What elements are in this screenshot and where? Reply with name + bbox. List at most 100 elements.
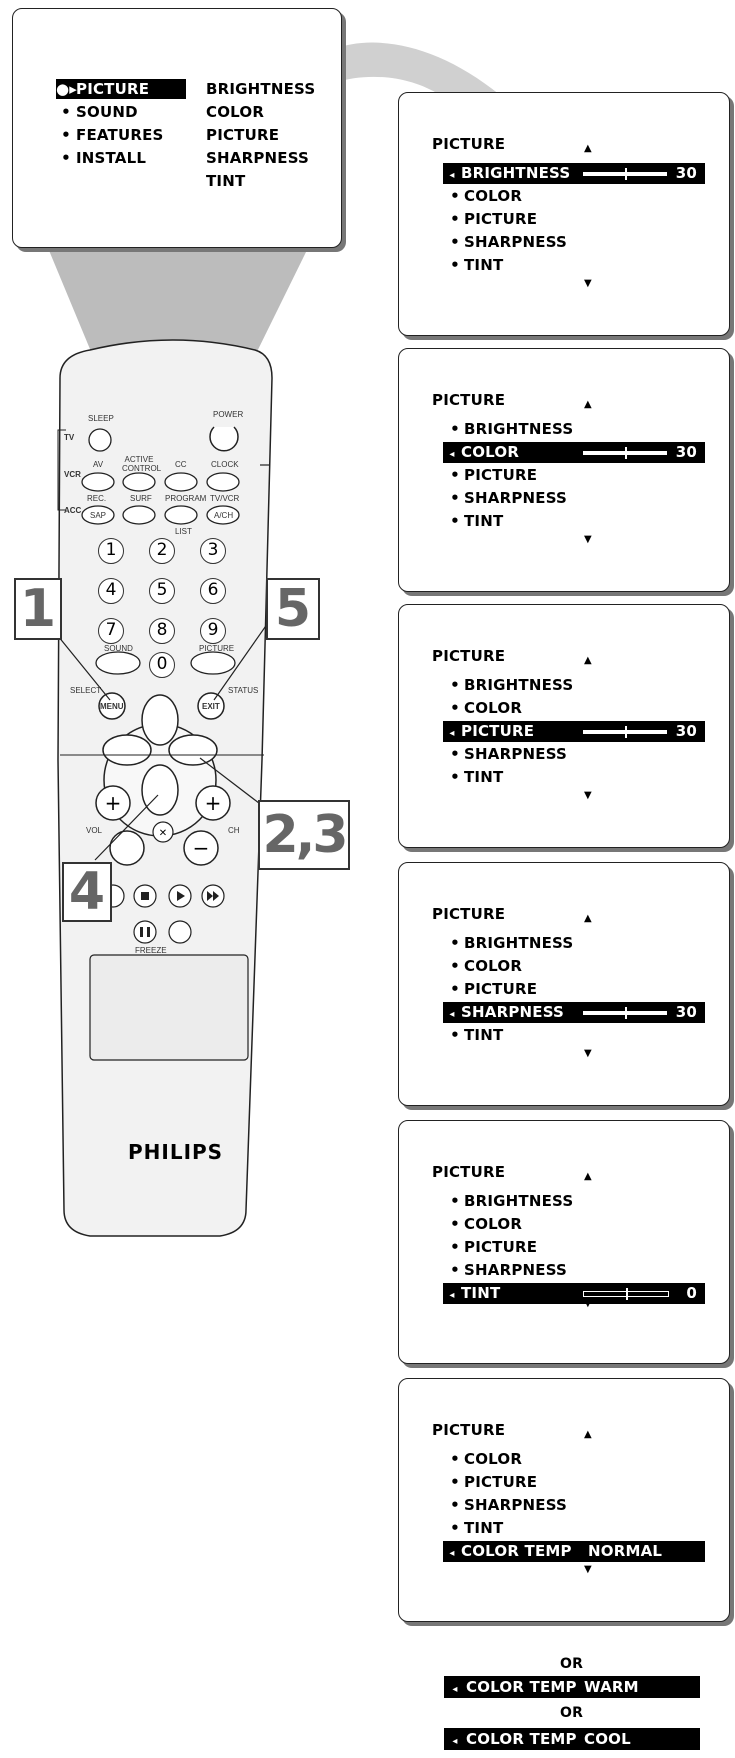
freeze-label: FREEZE <box>135 946 167 955</box>
menu-item-label: COLOR <box>464 1215 523 1233</box>
menu-item-sharpness[interactable]: •SHARPNESS <box>446 488 708 509</box>
digit-9-button[interactable]: 9 <box>200 618 226 644</box>
menu-item-label: COLOR <box>461 443 520 461</box>
slider-thumb[interactable] <box>626 1288 628 1300</box>
slider-thumb[interactable] <box>625 1007 627 1019</box>
panel-title: PICTURE <box>432 647 506 665</box>
menu-item-color[interactable]: •COLOR <box>446 1214 708 1235</box>
menu-item-label: TINT <box>464 512 504 530</box>
menu-item-tint[interactable]: •TINT <box>446 255 708 276</box>
value-slider[interactable] <box>583 726 667 738</box>
menu-item-sharpness[interactable]: •SHARPNESS <box>446 1495 708 1516</box>
digit-6-button[interactable]: 6 <box>200 578 226 604</box>
scroll-down-icon: ▼ <box>584 534 592 545</box>
slider-thumb[interactable] <box>625 726 627 738</box>
slider-thumb[interactable] <box>625 447 627 459</box>
menu-item-sharpness[interactable]: •SHARPNESS <box>446 1260 708 1281</box>
menu-item-brightness[interactable]: •BRIGHTNESS <box>446 675 708 696</box>
color-temp-cool-bar[interactable]: ◂COLOR TEMP COOL <box>444 1728 700 1750</box>
menu-item-brightness[interactable]: •BRIGHTNESS <box>446 1191 708 1212</box>
digit-0-button[interactable]: 0 <box>149 652 175 678</box>
slider-thumb[interactable] <box>625 168 627 180</box>
color-temp-warm-bar[interactable]: ◂COLOR TEMP WARM <box>444 1676 700 1698</box>
menu-item-picture[interactable]: •PICTURE <box>446 465 708 486</box>
tv-label: TV <box>64 433 75 442</box>
menu-item-color[interactable]: •COLOR <box>446 956 708 977</box>
main-menu-item-picture[interactable]: ●▸PICTURE <box>56 79 186 99</box>
bullet-icon: • <box>450 233 460 251</box>
digit-2-button[interactable]: 2 <box>149 538 175 564</box>
bullet-icon: • <box>450 980 460 998</box>
menu-item-sharpness[interactable]: •SHARPNESS <box>446 744 708 765</box>
menu-item-color[interactable]: •COLOR <box>446 698 708 719</box>
bullet-icon: • <box>450 1261 460 1279</box>
menu-item-tint[interactable]: •TINT <box>446 767 708 788</box>
bullet-icon: • <box>450 1496 460 1514</box>
bullet-icon: • <box>450 934 460 952</box>
value-slider[interactable] <box>583 1007 667 1019</box>
cc-button <box>164 472 198 492</box>
picture-menu-panel-5: PICTURE▲•BRIGHTNESS•COLOR•PICTURE•SHARPN… <box>398 1120 730 1364</box>
value-readout: 0 <box>686 1284 697 1302</box>
scroll-down-icon: ▼ <box>584 790 592 801</box>
scroll-down-icon: ▼ <box>584 1564 592 1575</box>
bullet-icon: • <box>61 149 71 167</box>
cursor-right-button <box>168 734 218 766</box>
panel-title: PICTURE <box>432 905 506 923</box>
digit-4-button[interactable]: 4 <box>98 578 124 604</box>
menu-item-label: SHARPNESS <box>464 489 568 507</box>
svg-text:+: + <box>205 791 222 815</box>
menu-item-tint[interactable]: •TINT <box>446 1025 708 1046</box>
panel-title: PICTURE <box>432 1421 506 1439</box>
bullet-icon: • <box>450 1192 460 1210</box>
menu-item-sharpness[interactable]: •SHARPNESS <box>446 232 708 253</box>
menu-item-label: COLOR <box>464 187 523 205</box>
menu-item-picture[interactable]: •PICTURE <box>446 1237 708 1258</box>
swoosh-arrow <box>300 42 500 100</box>
bullet-icon: • <box>450 187 460 205</box>
digit-7-button[interactable]: 7 <box>98 618 124 644</box>
value-slider[interactable] <box>583 1288 669 1300</box>
digit-3-button[interactable]: 3 <box>200 538 226 564</box>
vcr-label: VCR <box>64 470 81 479</box>
menu-item-tint[interactable]: •TINT <box>446 511 708 532</box>
bullet-icon: • <box>450 1473 460 1491</box>
bullet-icon: • <box>450 466 460 484</box>
scroll-up-icon: ▲ <box>584 1171 592 1182</box>
menu-item-brightness[interactable]: •BRIGHTNESS <box>446 419 708 440</box>
menu-item-color[interactable]: •COLOR <box>446 1449 708 1470</box>
menu-item-picture[interactable]: •PICTURE <box>446 979 708 1000</box>
menu-item-picture[interactable]: •PICTURE <box>446 1472 708 1493</box>
main-menu-item-sound[interactable]: •SOUND <box>56 102 138 122</box>
av-label: AV <box>93 460 104 469</box>
bullet-icon: • <box>450 210 460 228</box>
active-control-button <box>122 472 156 492</box>
sleep-button <box>88 428 112 452</box>
ach-button <box>206 505 240 525</box>
menu-item-tint[interactable]: •TINT <box>446 1518 708 1539</box>
menu-item-label: PICTURE <box>464 210 538 228</box>
remote-display-area <box>89 954 249 1061</box>
menu-item-brightness[interactable]: •BRIGHTNESS <box>446 933 708 954</box>
digit-1-button[interactable]: 1 <box>98 538 124 564</box>
value-slider[interactable] <box>583 168 667 180</box>
menu-item-label: SHARPNESS <box>461 1003 565 1021</box>
digit-8-button[interactable]: 8 <box>149 618 175 644</box>
menu-item-label: COLOR <box>464 1450 523 1468</box>
digit-5-button[interactable]: 5 <box>149 578 175 604</box>
acc-label: ACC <box>64 506 82 515</box>
main-menu-item-install[interactable]: •INSTALL <box>56 148 146 168</box>
value-slider[interactable] <box>583 447 667 459</box>
menu-item-color[interactable]: •COLOR <box>446 186 708 207</box>
scroll-down-icon: ▼ <box>584 1298 592 1309</box>
step-5-callout: 5 <box>266 578 320 640</box>
main-menu-item-features[interactable]: •FEATURES <box>56 125 164 145</box>
menu-item-picture[interactable]: •PICTURE <box>446 209 708 230</box>
